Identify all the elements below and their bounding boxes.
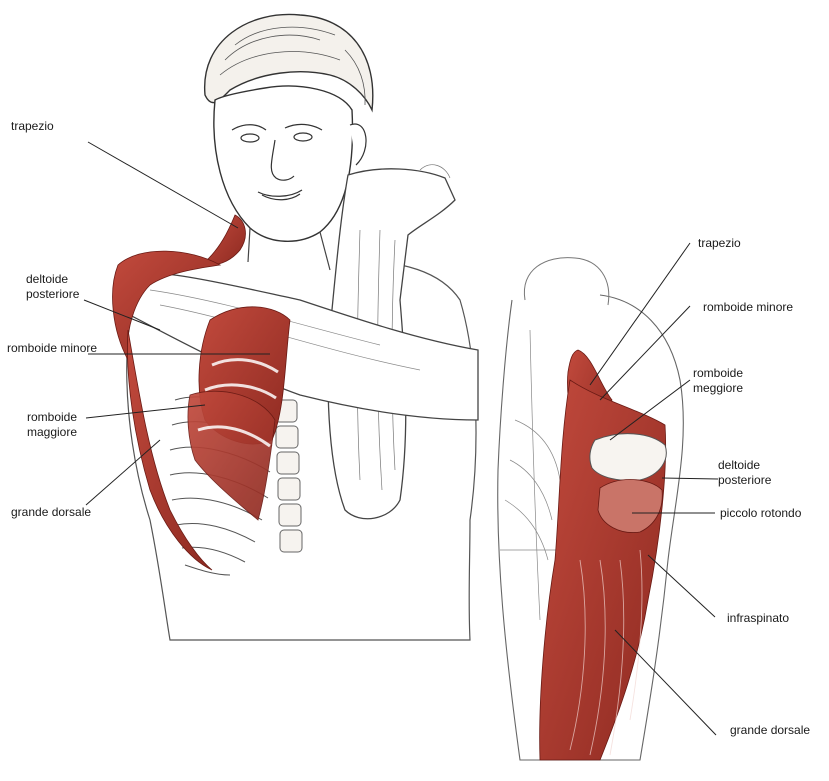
left-trapezius bbox=[205, 215, 245, 264]
label-text: piccolo rotondo bbox=[720, 506, 801, 521]
label-text: infraspinato bbox=[727, 611, 789, 626]
label-text: deltoide bbox=[26, 272, 79, 287]
label-grande-dorsale-right: grande dorsale bbox=[730, 723, 810, 738]
label-romboide-minore-left: romboide minore bbox=[7, 341, 97, 356]
label-romboide-meggiore-right: romboide meggiore bbox=[693, 366, 743, 396]
label-romboide-maggiore-left: romboide maggiore bbox=[27, 410, 77, 440]
label-text: grande dorsale bbox=[730, 723, 810, 738]
label-text: romboide minore bbox=[7, 341, 97, 356]
label-infraspinato: infraspinato bbox=[727, 611, 789, 626]
left-figure bbox=[113, 14, 478, 640]
label-text: meggiore bbox=[693, 381, 743, 396]
label-grande-dorsale-left: grande dorsale bbox=[11, 505, 91, 520]
label-text: romboide minore bbox=[703, 300, 793, 315]
label-text: trapezio bbox=[11, 119, 54, 134]
label-text: maggiore bbox=[27, 425, 77, 440]
label-romboide-minore-right: romboide minore bbox=[703, 300, 793, 315]
label-text: trapezio bbox=[698, 236, 741, 251]
label-trapezio-right: trapezio bbox=[698, 236, 741, 251]
label-deltoide-posteriore-right: deltoide posteriore bbox=[718, 458, 771, 488]
label-text: romboide bbox=[693, 366, 743, 381]
label-text: deltoide bbox=[718, 458, 771, 473]
label-text: grande dorsale bbox=[11, 505, 91, 520]
scapula bbox=[590, 434, 666, 481]
label-text: posteriore bbox=[26, 287, 79, 302]
label-text: posteriore bbox=[718, 473, 771, 488]
label-piccolo-rotondo: piccolo rotondo bbox=[720, 506, 801, 521]
right-figure bbox=[498, 258, 684, 760]
label-deltoide-posteriore-left: deltoide posteriore bbox=[26, 272, 79, 302]
label-text: romboide bbox=[27, 410, 77, 425]
label-trapezio-left: trapezio bbox=[11, 119, 54, 134]
